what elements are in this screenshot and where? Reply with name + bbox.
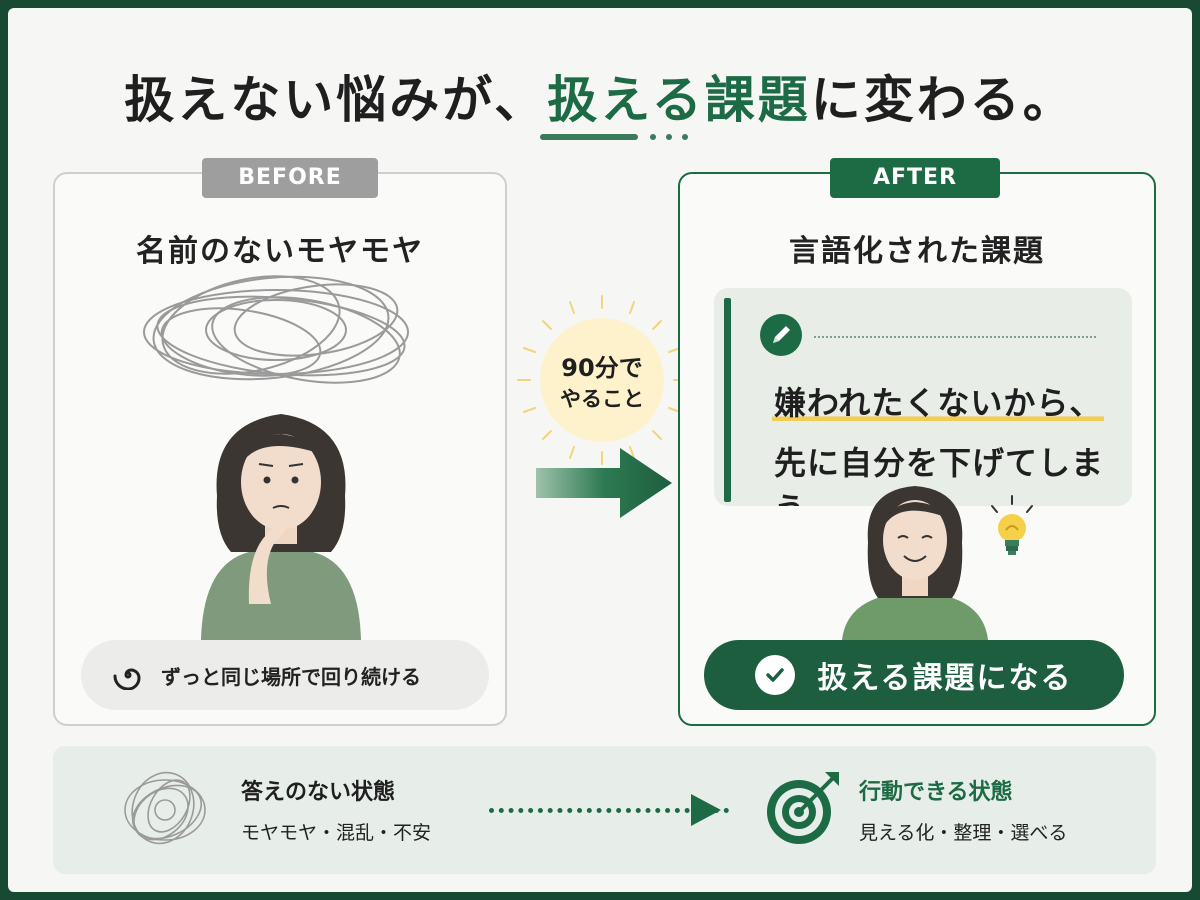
summary-strip: 答えのない状態 モヤモヤ・混乱・不安 行動できる状態 見える化・整理・選べる bbox=[53, 746, 1156, 874]
light-bulb-icon bbox=[991, 495, 1033, 555]
become-manageable-button: 扱える課題になる bbox=[704, 640, 1124, 710]
page-title: 扱えない悩みが、扱える課題に変わる。 bbox=[8, 60, 1192, 132]
title-part2: に変わる。 bbox=[810, 71, 1076, 129]
scribble-cloud-icon bbox=[143, 275, 409, 384]
before-panel: BEFORE 名前のないモヤモヤ bbox=[53, 158, 507, 726]
arrow-right-icon bbox=[536, 448, 672, 518]
badge-line2: やること bbox=[560, 386, 644, 411]
left-state-title: 答えのない状態 bbox=[241, 780, 396, 805]
arrowhead-icon bbox=[691, 794, 721, 826]
right-state-title: 行動できる状態 bbox=[859, 780, 1013, 805]
after-tag: AFTER bbox=[830, 158, 1000, 198]
badge-line1: 90分で bbox=[561, 353, 643, 382]
title-accent: 扱える課題 bbox=[547, 71, 811, 129]
note-accent-rail bbox=[724, 298, 731, 502]
after-panel: AFTER 言語化された課題 嫌われたくないから、 先に自分を下げてしまう bbox=[678, 158, 1156, 726]
after-button-text: 扱える課題になる bbox=[817, 661, 1073, 696]
note-dotted-rule bbox=[814, 336, 1096, 338]
tangle-icon bbox=[124, 771, 206, 845]
sun-rays-decoration bbox=[517, 295, 687, 465]
spiral-icon bbox=[113, 668, 141, 690]
pencil-icon bbox=[760, 314, 802, 356]
left-state-subtitle: モヤモヤ・混乱・不安 bbox=[241, 822, 432, 844]
smiling-woman-illustration bbox=[842, 486, 988, 640]
target-icon bbox=[767, 772, 839, 844]
worried-woman-illustration bbox=[201, 414, 361, 640]
insight-note-card: 嫌われたくないから、 先に自分を下げてしまう bbox=[714, 288, 1132, 506]
note-line1: 嫌われたくないから、 bbox=[772, 378, 1105, 424]
title-underline-decoration bbox=[540, 132, 700, 142]
check-icon bbox=[755, 655, 796, 695]
progress-dotted-line bbox=[489, 808, 729, 813]
before-tag: BEFORE bbox=[202, 158, 378, 198]
infographic: 扱えない悩みが、扱える課題に変わる。 BEFORE 名前のないモヤモヤ bbox=[8, 8, 1192, 892]
note-line2: 先に自分を下げてしまう bbox=[772, 438, 1132, 506]
time-badge: 90分で やること bbox=[540, 318, 664, 442]
title-part1: 扱えない悩みが、 bbox=[124, 71, 548, 129]
right-state-subtitle: 見える化・整理・選べる bbox=[859, 822, 1068, 844]
before-status-pill: ずっと同じ場所で回り続ける bbox=[81, 640, 489, 710]
before-pill-text: ずっと同じ場所で回り続ける bbox=[161, 664, 421, 689]
before-heading: 名前のないモヤモヤ bbox=[136, 234, 424, 269]
after-heading: 言語化された課題 bbox=[789, 234, 1045, 269]
